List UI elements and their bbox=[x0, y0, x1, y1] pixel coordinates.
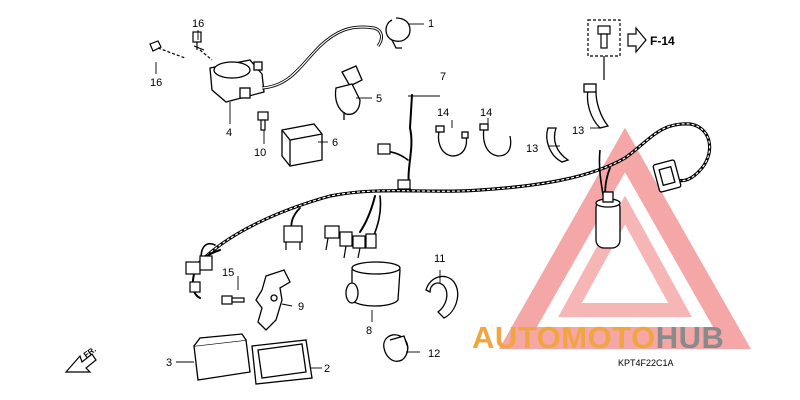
part-2-box bbox=[251, 339, 313, 385]
callout-10: 10 bbox=[254, 147, 266, 159]
main-wire-harness bbox=[191, 94, 712, 299]
callout-13-right: 13 bbox=[572, 125, 584, 137]
watermark-logo bbox=[499, 127, 751, 349]
part-4-ignition-coil bbox=[209, 25, 383, 103]
part-6-regulator bbox=[281, 123, 323, 167]
reference-arrow bbox=[627, 26, 647, 54]
callout-6: 6 bbox=[332, 137, 338, 149]
watermark-brand-part1: AUTOMOTO bbox=[472, 320, 656, 355]
callout-14-left: 14 bbox=[437, 107, 449, 119]
part-13-bands bbox=[546, 83, 610, 163]
part-code: KPT4F22C1A bbox=[618, 358, 674, 368]
callout-2: 2 bbox=[324, 363, 330, 375]
leader-lines bbox=[155, 23, 600, 369]
harness-connector-top bbox=[377, 143, 411, 190]
part-12-clip bbox=[383, 334, 409, 362]
part-8-cover bbox=[345, 261, 401, 307]
callout-9: 9 bbox=[298, 301, 304, 313]
part-3-box bbox=[193, 333, 251, 381]
callout-16-top: 16 bbox=[192, 18, 204, 30]
callout-12: 12 bbox=[428, 348, 440, 360]
part-1-clamp bbox=[385, 17, 411, 49]
part-9-bracket bbox=[255, 269, 291, 331]
watermark-text: AUTOMOTOHUB bbox=[472, 320, 724, 355]
part-14-clips bbox=[435, 123, 512, 157]
part-16-bolts bbox=[149, 31, 213, 61]
callout-14-right: 14 bbox=[480, 107, 492, 119]
callout-1: 1 bbox=[428, 18, 434, 30]
front-direction-arrow bbox=[64, 353, 97, 373]
watermark-brand-part2: HUB bbox=[656, 320, 725, 355]
part-15-bolt bbox=[221, 295, 245, 305]
relay-connector bbox=[283, 225, 303, 250]
callout-13-left: 13 bbox=[526, 143, 538, 155]
reference-label: F-14 bbox=[650, 34, 675, 48]
callout-numbers: 1 2 3 4 5 6 7 8 9 10 11 12 13 13 14 14 1… bbox=[150, 18, 584, 375]
callout-16-left: 16 bbox=[150, 77, 162, 89]
capacitor bbox=[595, 149, 621, 249]
callout-4: 4 bbox=[226, 127, 232, 139]
callout-5: 5 bbox=[376, 93, 382, 105]
front-direction-label: FR. bbox=[82, 345, 98, 360]
part-10-bolt bbox=[257, 111, 269, 131]
reference-bolt bbox=[587, 19, 621, 80]
callout-11: 11 bbox=[434, 253, 445, 265]
harness-coupler-right bbox=[652, 159, 682, 193]
callout-8: 8 bbox=[366, 325, 372, 337]
left-connectors bbox=[185, 255, 213, 293]
callout-3: 3 bbox=[166, 357, 172, 369]
part-11-band bbox=[425, 275, 459, 319]
part-5-plug-cap bbox=[334, 65, 363, 120]
connector-bundle bbox=[324, 225, 377, 259]
callout-15: 15 bbox=[222, 267, 234, 279]
callout-7: 7 bbox=[440, 71, 446, 83]
